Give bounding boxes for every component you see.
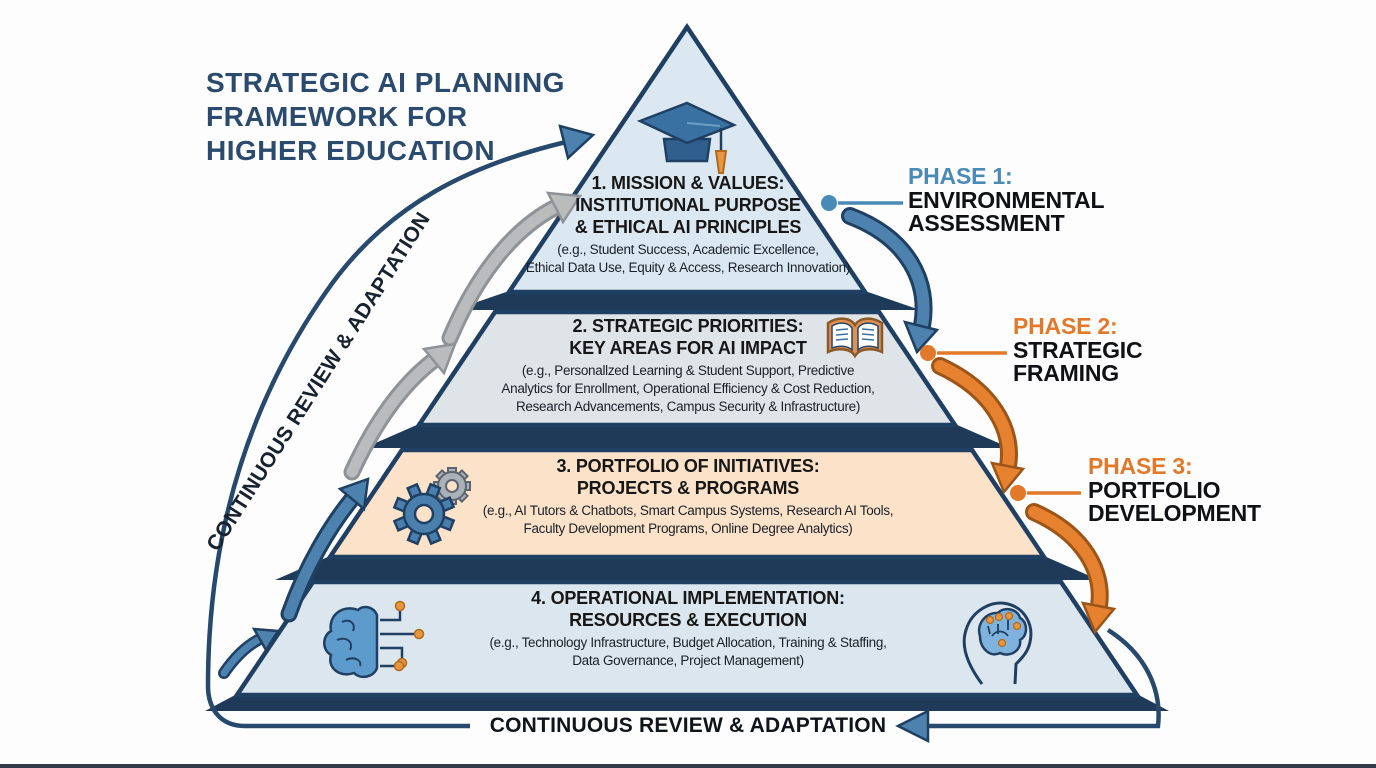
tier-separator-4 (205, 694, 1169, 711)
tier-separator-1 (454, 291, 920, 310)
tier2-detail-line1: (e.g., Personallzed Learning & Student S… (521, 363, 855, 378)
phase1-name-line2: ASSESSMENT (908, 210, 1065, 236)
tier3-heading-line2: PROJECTS & PROGRAMS (576, 478, 800, 498)
phase-3-label: PHASE 3: PORTFOLIO DEVELOPMENT (1088, 453, 1261, 526)
blue-arrow-to-tier3 (280, 477, 370, 623)
phase-1-label: PHASE 1: ENVIRONMENTAL ASSESSMENT (908, 163, 1105, 236)
tier-2-strategic-priorities: 2. STRATEGIC PRIORITIES: KEY AREAS FOR A… (428, 315, 948, 416)
page-title: STRATEGIC AI PLANNING FRAMEWORK FOR HIGH… (206, 66, 626, 168)
review-loop-left-arc (205, 124, 596, 729)
tier-1-mission-values: 1. MISSION & VALUES: INSTITUTIONAL PURPO… (438, 172, 938, 277)
head-brain-icon (962, 601, 1033, 685)
blue-arrow-phase1-to-2 (841, 207, 940, 355)
tier-2-shape (414, 309, 960, 428)
tier3-detail-line1: (e.g., AI Tutors & Chatbots, Smart Campu… (482, 503, 894, 518)
tier1-detail-line1: (e.g., Student Success, Academic Excelle… (557, 242, 819, 257)
tier4-heading-line2: RESOURCES & EXECUTION (569, 610, 807, 630)
gray-arrow-to-tier2 (343, 342, 457, 481)
orange-arrow-phase3-to-4 (1025, 503, 1117, 635)
review-loop-right-arc (895, 628, 1161, 744)
gray-arrow-to-tier1 (441, 191, 583, 347)
tier-4-operational-implementation: 4. OPERATIONAL IMPLEMENTATION: RESOURCES… (388, 587, 988, 670)
tier3-detail-line2: Faculty Development Programs, Online Deg… (523, 521, 853, 536)
tier-3-shape (325, 447, 1049, 560)
phase2-tag: PHASE 2: (1013, 313, 1118, 339)
title-line-1: STRATEGIC AI PLANNING (206, 67, 565, 98)
tier2-detail-line2: Analytics for Enrollment, Operational Ef… (501, 381, 875, 396)
tier2-detail-line3: Research Advancements, Campus Security &… (515, 399, 861, 414)
bottom-loop-label: CONTINUOUS REVIEW & ADAPTATION (489, 714, 887, 737)
phase1-connector (821, 195, 903, 211)
tier-3-portfolio-initiatives: 3. PORTFOLIO OF INITIATIVES: PROJECTS & … (428, 455, 948, 538)
tier1-heading-line1: 1. MISSION & VALUES: (591, 173, 785, 193)
bottom-edge-line (0, 764, 1376, 768)
loop-arrowhead-top (558, 124, 596, 161)
phase3-connector (1010, 485, 1081, 501)
tier-separator-2 (364, 424, 1010, 448)
phase3-name-line2: DEVELOPMENT (1088, 500, 1261, 526)
orange-arrow-phase2-to-3 (931, 357, 1026, 495)
tier2-heading-line2: KEY AREAS FOR AI IMPACT (569, 338, 807, 358)
phase1-name-line1: ENVIRONMENTAL (908, 186, 1105, 213)
tier4-detail-line1: (e.g., Technology Infrastructure, Budget… (489, 635, 887, 650)
tier1-heading-line3: & ETHICAL AI PRINCIPLES (574, 217, 802, 237)
title-line-3: HIGHER EDUCATION (206, 135, 496, 166)
phase1-tag: PHASE 1: (908, 163, 1013, 189)
phase2-name-line1: STRATEGIC (1013, 336, 1143, 363)
tier-separator-3 (275, 556, 1099, 580)
tier-4-shape (232, 579, 1142, 698)
tier1-heading-line2: INSTITUTIONAL PURPOSE (575, 195, 801, 215)
phase2-dot (920, 345, 936, 361)
graduation-cap-icon (636, 101, 738, 174)
tier3-heading-line1: 3. PORTFOLIO OF INITIATIVES: (556, 456, 820, 476)
loop-arrowhead-bottom (895, 708, 930, 744)
open-book-icon (826, 317, 884, 359)
phase3-name-line1: PORTFOLIO (1088, 476, 1221, 503)
phase2-connector (920, 345, 1007, 361)
phase3-dot (1010, 485, 1026, 501)
title-line-2: FRAMEWORK FOR (206, 101, 468, 132)
blue-arrow-to-tier4 (218, 627, 281, 679)
tier4-detail-line2: Data Governance, Project Management) (572, 653, 804, 668)
tier2-heading-line1: 2. STRATEGIC PRIORITIES: (572, 316, 804, 336)
brain-circuit-icon (323, 600, 425, 679)
tier4-heading-line1: 4. OPERATIONAL IMPLEMENTATION: (531, 588, 845, 608)
phase-2-label: PHASE 2: STRATEGIC FRAMING (1013, 313, 1143, 386)
gears-icon (392, 467, 471, 546)
tier1-detail-line2: Ethical Data Use, Equity & Access, Resea… (525, 260, 851, 275)
phase3-tag: PHASE 3: (1088, 453, 1193, 479)
phase2-name-line2: FRAMING (1013, 360, 1119, 386)
phase1-dot (821, 195, 837, 211)
